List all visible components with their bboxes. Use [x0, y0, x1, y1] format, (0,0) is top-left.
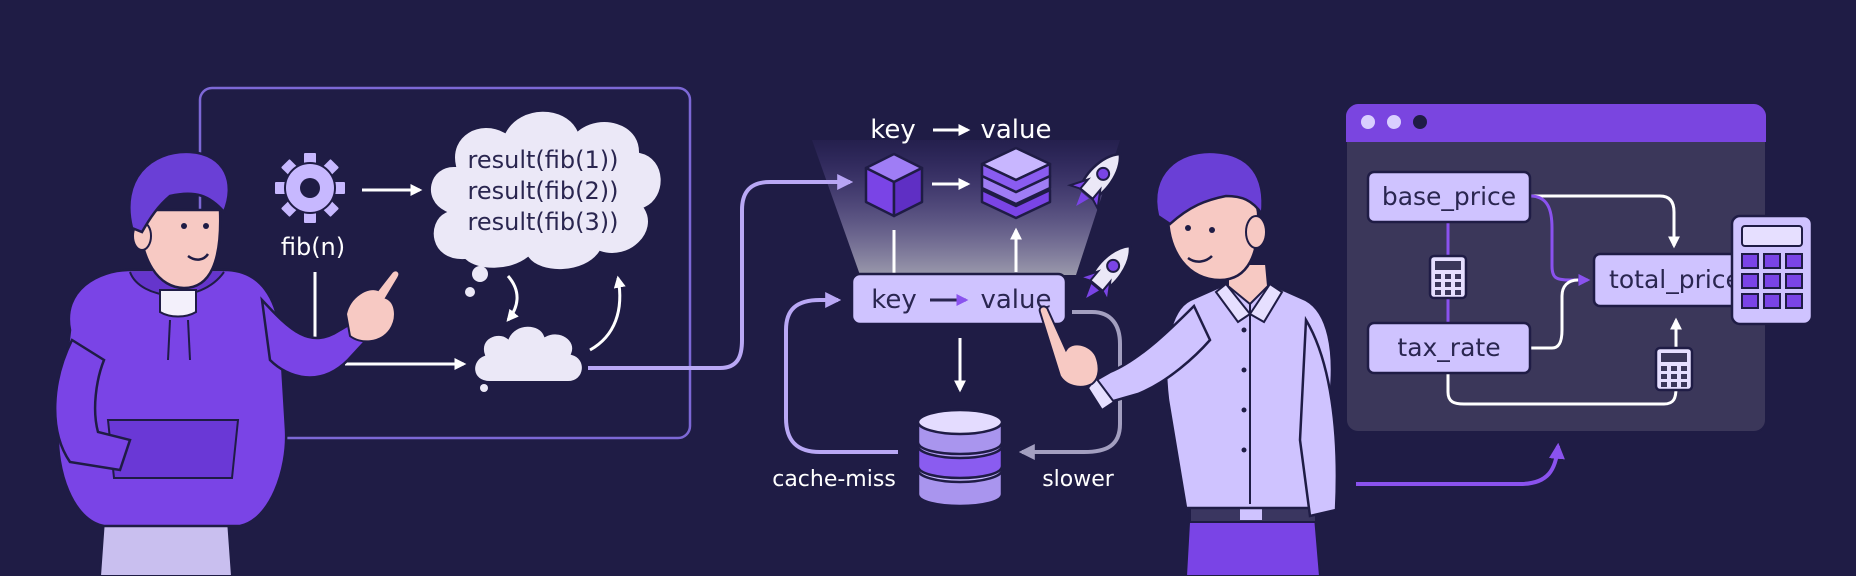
thought-dot: [465, 287, 475, 297]
calculator-icon: [1428, 254, 1468, 300]
app-window-titlebar: [1346, 104, 1766, 142]
total-price-label: total_price: [1609, 265, 1741, 294]
person-icon: [1038, 150, 1339, 576]
thought-dot: [480, 384, 488, 392]
cloud-up-arrow: [589, 275, 626, 352]
window-dot: [1361, 115, 1375, 129]
calculator-icon: [1654, 346, 1694, 392]
window-dot: [1413, 115, 1427, 129]
result-line-1: result(fib(1)): [468, 146, 619, 174]
cache-light-beam: [812, 140, 1120, 275]
base-price-node: [1366, 170, 1532, 224]
slower-label: slower: [1042, 467, 1115, 492]
window-dot: [1387, 115, 1401, 129]
person-to-window-arrow: [1356, 442, 1565, 486]
rocket-icon: [1076, 244, 1132, 304]
thought-dot: [472, 266, 488, 282]
box-key-label: key: [871, 285, 917, 315]
result-line-3: result(fib(3)): [468, 208, 619, 236]
function-label: fib(n): [281, 233, 345, 261]
memo-to-cache-arrow: [588, 174, 854, 370]
result-line-2: result(fib(2)): [468, 177, 619, 205]
cube-icon: [864, 152, 924, 218]
base-to-total-purple: [1529, 194, 1591, 286]
person-icon: [54, 150, 401, 576]
cloud-down-arrow: [506, 275, 519, 322]
tax-rate-node: [1366, 321, 1532, 375]
cache-miss-loop: [784, 292, 898, 454]
top-key-label: key: [870, 115, 916, 145]
tax-to-total-line: [1530, 278, 1579, 350]
rocket-icon: [1066, 152, 1122, 212]
top-value-label: value: [980, 115, 1051, 145]
stack-icon: [980, 146, 1052, 220]
base-price-label: base_price: [1382, 182, 1516, 211]
small-cloud: [473, 324, 584, 383]
base-to-total-line: [1530, 194, 1680, 249]
tax-bottom-line: [1446, 317, 1682, 406]
results-cloud: [428, 109, 663, 271]
tax-rate-label: tax_rate: [1397, 333, 1500, 362]
calculator-icon: [1730, 214, 1814, 326]
gear-icon: [273, 151, 347, 225]
database-icon: [916, 408, 1004, 508]
cache-miss-label: cache-miss: [772, 467, 896, 492]
